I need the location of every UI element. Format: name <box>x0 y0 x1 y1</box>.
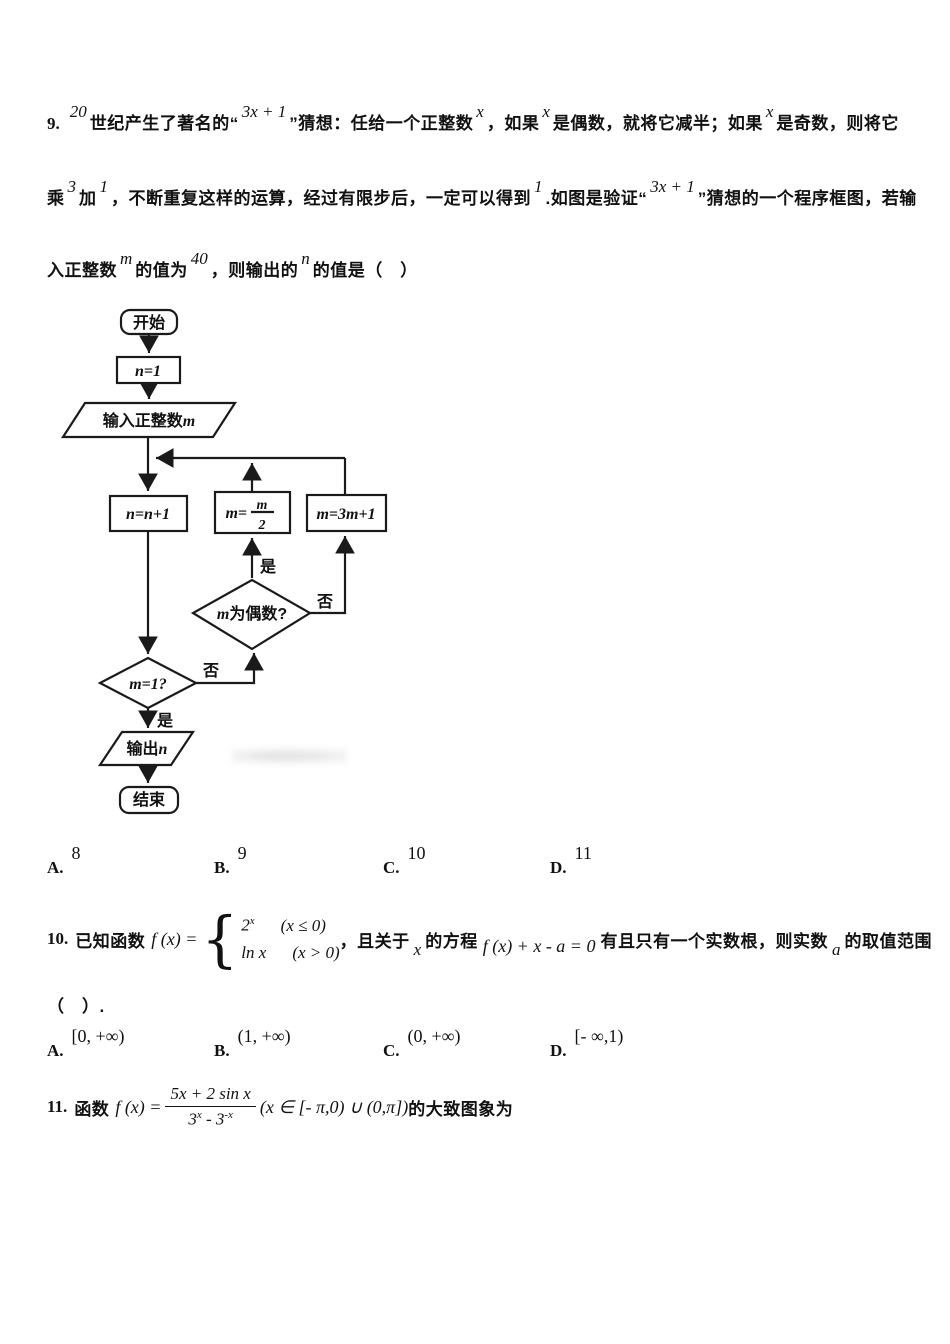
half-node <box>213 490 292 535</box>
text-segment: n <box>301 249 310 268</box>
q11-fraction: 5x + 2 sin x 3x - 3-x <box>165 1084 256 1130</box>
one-decision-node <box>97 656 199 710</box>
text-segment: 是奇数，则将它 <box>776 114 899 133</box>
q10-piecewise-formula: f (x) = { 2x(x ≤ 0) ln x(x > 0) <box>151 903 340 975</box>
q9-flowchart: 开始 n=1 输入正整数m n=n+1 m= m 2 m=3m+1 m为偶数? … <box>60 308 388 815</box>
connector-one-no-even <box>196 653 264 685</box>
q10-label: 已知函数 <box>75 931 146 951</box>
text-segment: m <box>120 249 133 268</box>
text-segment: ”猜想的一个程序框图，若输 <box>697 189 917 208</box>
case-row-2: ln x(x > 0) <box>241 942 340 962</box>
text-segment: 的值为 <box>135 261 188 280</box>
q10-number: 10. <box>47 929 69 948</box>
half-label-den: 2 <box>258 518 266 533</box>
input-label: 输入正整数m <box>103 411 195 430</box>
half-label-pre: m= <box>225 505 247 522</box>
q9-text-line1: 9.20世纪产生了著名的“3x + 1”猜想：任给一个正整数x，如果x是偶数，就… <box>47 102 899 135</box>
q11-label: 函数 <box>74 1099 110 1119</box>
init-label: n=1 <box>135 363 161 380</box>
text-segment: x <box>542 102 550 121</box>
q9-option-a: A.8 <box>47 843 81 877</box>
text-segment: ，则输出的 <box>210 261 299 280</box>
q11-function-lhs: f (x) = <box>115 1096 162 1117</box>
text-segment: ”猜想：任给一个正整数 <box>289 114 474 133</box>
text-segment: 的取值范围 <box>844 931 932 951</box>
q10-option-a: A.[0, +∞) <box>47 1026 125 1060</box>
text-segment: 40 <box>190 249 208 268</box>
end-node <box>118 785 180 815</box>
one-no-label: 否 <box>202 662 219 680</box>
even-decision-label: m为偶数? <box>217 604 287 623</box>
text-segment: 加 <box>79 189 97 208</box>
half-label-num: m <box>257 498 268 513</box>
triple-node <box>305 493 388 533</box>
text-segment: a <box>831 939 841 959</box>
q11-text-after: 的大致图象为 <box>408 1099 514 1119</box>
connector-even-no-triple <box>310 536 355 615</box>
text-segment: 的值是（ ） <box>312 261 418 280</box>
one-decision-label: m=1? <box>129 676 167 693</box>
q9-option-c: C.10 <box>383 843 426 877</box>
text-segment: 3x + 1 <box>650 177 695 196</box>
q10-paren-line: （ ）. <box>47 997 105 1016</box>
start-node <box>119 308 179 336</box>
q10-option-b: B.(1, +∞) <box>214 1026 291 1060</box>
text-segment: 有且只有一个实数根，则实数 <box>600 931 828 951</box>
text-segment: f (x) + x - a = 0 <box>482 935 596 956</box>
text-segment: 的方程 <box>425 931 478 951</box>
case-row-1: 2x(x ≤ 0) <box>241 915 326 935</box>
text-segment: 入正整数 <box>47 261 117 280</box>
increment-label: n=n+1 <box>126 506 170 523</box>
q10-text-line1: 10. 已知函数 f (x) = { 2x(x ≤ 0) ln x(x > 0)… <box>47 898 932 980</box>
input-node <box>60 401 238 439</box>
watermark-smudge <box>232 744 347 768</box>
text-segment: 1 <box>534 177 543 196</box>
text-segment: 是偶数，就将它减半；如果 <box>552 114 763 133</box>
text-segment: x <box>476 102 484 121</box>
text-segment: 20 <box>69 102 87 121</box>
q9-text-line3: 入正整数m的值为40，则输出的n的值是（ ） <box>47 249 418 282</box>
one-yes-label: 是 <box>156 712 173 730</box>
text-segment: ，不断重复这样的运算，经过有限步后，一定可以得到 <box>111 189 531 208</box>
text-segment: 3x + 1 <box>241 102 287 121</box>
init-node <box>115 355 182 385</box>
text-segment: 1 <box>99 177 109 196</box>
text-segment: 3 <box>67 177 77 196</box>
text-segment: 乘 <box>47 189 65 208</box>
text-segment: 世纪产生了著名的“ <box>89 114 239 133</box>
even-decision-node <box>190 578 313 651</box>
text-segment: 9. <box>47 114 60 133</box>
q10-option-d: D.[- ∞,1) <box>550 1026 624 1060</box>
triple-label: m=3m+1 <box>316 506 375 523</box>
q9-option-d: D.11 <box>550 843 592 877</box>
start-label: 开始 <box>133 313 165 332</box>
text-segment: x <box>765 102 774 121</box>
text-segment: .如图是验证“ <box>545 189 648 208</box>
q11-text-line: 11. 函数 f (x) = 5x + 2 sin x 3x - 3-x (x … <box>47 1076 513 1138</box>
text-segment: x <box>413 939 422 959</box>
q10-option-c: C.(0, +∞) <box>383 1026 461 1060</box>
even-yes-label: 是 <box>259 558 276 576</box>
increment-node <box>108 494 189 533</box>
q9-text-line2: 乘3加1，不断重复这样的运算，经过有限步后，一定可以得到1.如图是验证“3x +… <box>47 177 917 210</box>
output-label: 输出n <box>127 739 168 758</box>
curly-brace: { <box>201 903 239 975</box>
end-label: 结束 <box>132 790 166 809</box>
text-segment: ，且关于 <box>339 931 410 951</box>
q9-option-b: B.9 <box>214 843 247 877</box>
q11-number: 11. <box>47 1097 68 1116</box>
even-no-label: 否 <box>316 593 333 611</box>
output-node <box>97 730 196 767</box>
text-segment: ，如果 <box>486 114 540 133</box>
q11-domain: (x ∈ [- π,0) ∪ (0,π]) <box>259 1096 409 1117</box>
